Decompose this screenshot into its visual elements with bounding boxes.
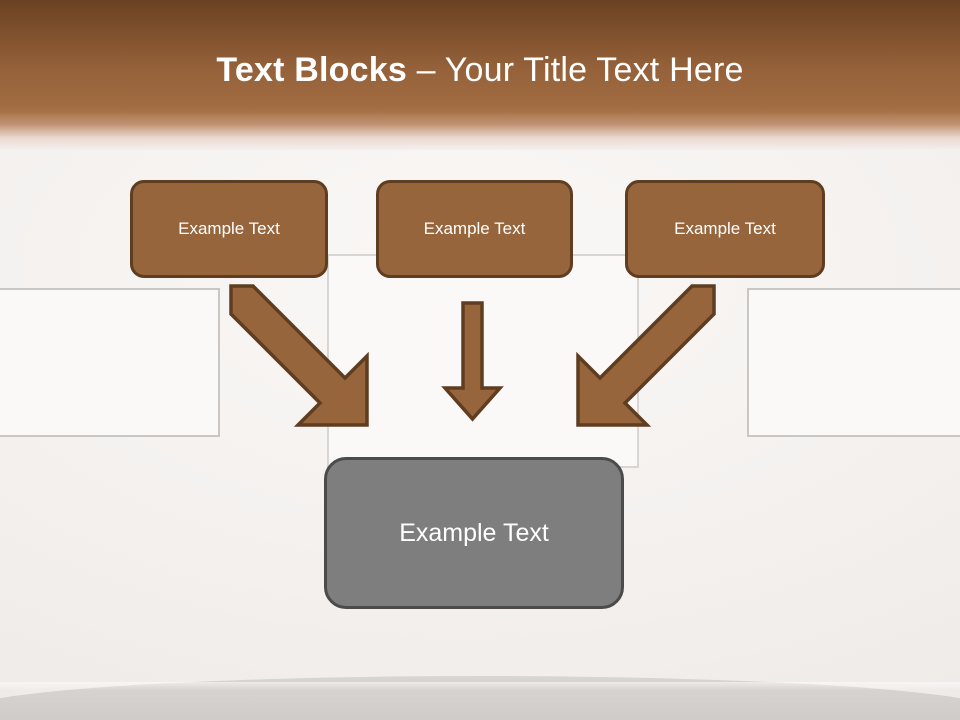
result-box[interactable]: Example Text [324, 457, 624, 609]
title-banner-fade [0, 112, 960, 150]
floor-sheen [0, 682, 960, 690]
source-box-2-label: Example Text [423, 219, 526, 238]
source-box-1-label: Example Text [178, 219, 280, 238]
source-box-1[interactable]: Example Text [130, 180, 328, 278]
page-title-separator: – [406, 51, 445, 89]
placeholder-frame-right [747, 288, 960, 437]
source-box-3-label: Example Text [674, 219, 776, 238]
source-box-2[interactable]: Example Text [376, 180, 573, 278]
page-title-rest: Your Title Text Here [444, 51, 744, 89]
page-title-strong: Text Blocks [216, 51, 407, 89]
page-title: Text Blocks – Your Title Text Here [0, 50, 960, 90]
result-box-label: Example Text [399, 518, 549, 547]
placeholder-frame-left [0, 288, 220, 437]
placeholder-frame-center [327, 254, 639, 468]
source-box-3[interactable]: Example Text [625, 180, 825, 278]
